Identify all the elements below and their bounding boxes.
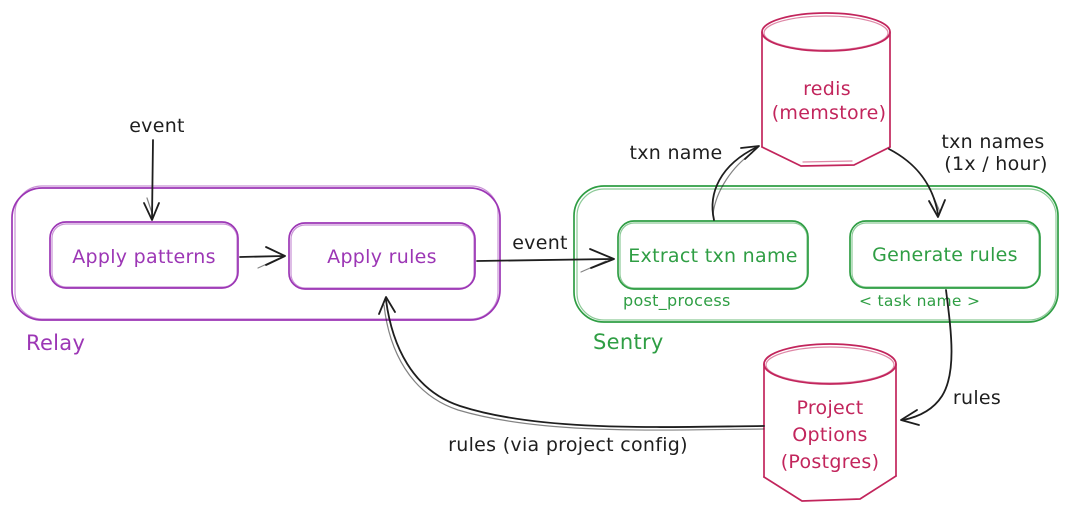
edge-txn-names: txn names (1x / hour) [888, 131, 1047, 218]
sentry-group-box-sketch [576, 188, 1057, 321]
edge-event-mid-line [476, 258, 613, 262]
apply-rules-box-sketch [290, 224, 475, 289]
redis-cylinder-bottom [761, 146, 891, 167]
edge-rules-line [902, 289, 953, 421]
redis-name-label: redis [803, 78, 851, 100]
edge-patterns-to-rules [239, 246, 286, 269]
edge-txn-names-line [888, 148, 939, 215]
generate-rules-box-sketch [851, 222, 1040, 288]
extract-txn-name-node: Extract txn name post_process [617, 220, 809, 311]
project-options-datastore: Project Options (Postgres) [763, 343, 897, 502]
edge-rules-via-line-sketch [383, 304, 765, 431]
edge-txn-name-line-sketch [712, 152, 753, 215]
extract-txn-name-label: Extract txn name [628, 245, 798, 267]
edge-patterns-to-rules-line [239, 255, 285, 258]
edge-event-mid-label: event [512, 232, 568, 254]
apply-patterns-label: Apply patterns [72, 246, 216, 268]
generate-rules-box [849, 220, 1041, 289]
apply-rules-label: Apply rules [327, 246, 437, 268]
project-options-kind-label: (Postgres) [781, 451, 880, 473]
edge-rules-via-line [385, 299, 765, 428]
edge-patterns-to-rules-arrowhead-sketch [257, 257, 281, 269]
edge-event-in-label: event [129, 115, 185, 137]
relay-group-label: Relay [26, 331, 85, 355]
generate-caption-label: < task name > [859, 292, 980, 310]
extract-txn-name-box-sketch [619, 222, 808, 289]
edge-rules-arrowhead [900, 409, 920, 426]
apply-rules-node: Apply rules [288, 222, 476, 290]
edge-event-relay-to-sentry: event [476, 232, 615, 273]
edge-rules-via-label: rules (via project config) [448, 434, 688, 456]
edge-event-in-arrowhead [143, 202, 160, 221]
redis-cylinder-bottom-sketch [802, 160, 853, 163]
apply-patterns-box-sketch [51, 223, 238, 288]
apply-patterns-node: Apply patterns [49, 221, 239, 289]
edge-txn-name-label: txn name [629, 142, 722, 164]
edge-txn-names-arrowhead-sketch [933, 197, 941, 213]
extract-caption-label: post_process [623, 291, 731, 311]
project-options-cylinder-bottom [763, 475, 897, 502]
project-options-cylinder-top-sketch [765, 346, 895, 384]
redis-kind-label: (memstore) [772, 102, 887, 124]
edge-event-in: event [129, 115, 185, 221]
apply-rules-box [288, 222, 476, 290]
redis-datastore: redis (memstore) [761, 12, 891, 167]
generate-rules-node: Generate rules < task name > [849, 220, 1041, 310]
generate-rules-label: Generate rules [872, 244, 1018, 266]
sentry-group-box [573, 185, 1059, 323]
edge-event-mid-arrowhead [589, 248, 615, 269]
edge-rules-via-arrowhead [378, 296, 396, 315]
project-options-name2-label: Options [792, 424, 867, 446]
project-options-name1-label: Project [796, 397, 863, 419]
sentry-group-label: Sentry [593, 330, 664, 354]
edge-txn-name: txn name [629, 142, 760, 221]
edge-txn-name-arrowhead [740, 145, 760, 160]
apply-patterns-box [49, 221, 239, 289]
edge-txn-names-label-line2: (1x / hour) [944, 153, 1047, 175]
relay-group-box [11, 187, 501, 321]
redis-cylinder-top-sketch [763, 15, 889, 51]
relay-group-box-sketch [14, 185, 499, 320]
edges: event event txn name [129, 115, 1047, 456]
edge-event-in-arrowhead-sketch [146, 197, 154, 217]
edge-event-mid-arrowhead-sketch [580, 260, 607, 273]
edge-rules-via-config: rules (via project config) [378, 296, 765, 456]
edge-rules-label: rules [953, 387, 1001, 409]
edge-rules: rules [900, 289, 1001, 426]
edge-event-in-line [151, 139, 154, 220]
edge-txn-names-label-line1: txn names [941, 131, 1044, 153]
edge-txn-names-arrowhead [928, 199, 946, 218]
relay-group: Apply patterns Apply rules Relay [11, 185, 501, 355]
sentry-group: Extract txn name post_process Generate r… [573, 185, 1059, 354]
extract-txn-name-box [617, 220, 809, 290]
